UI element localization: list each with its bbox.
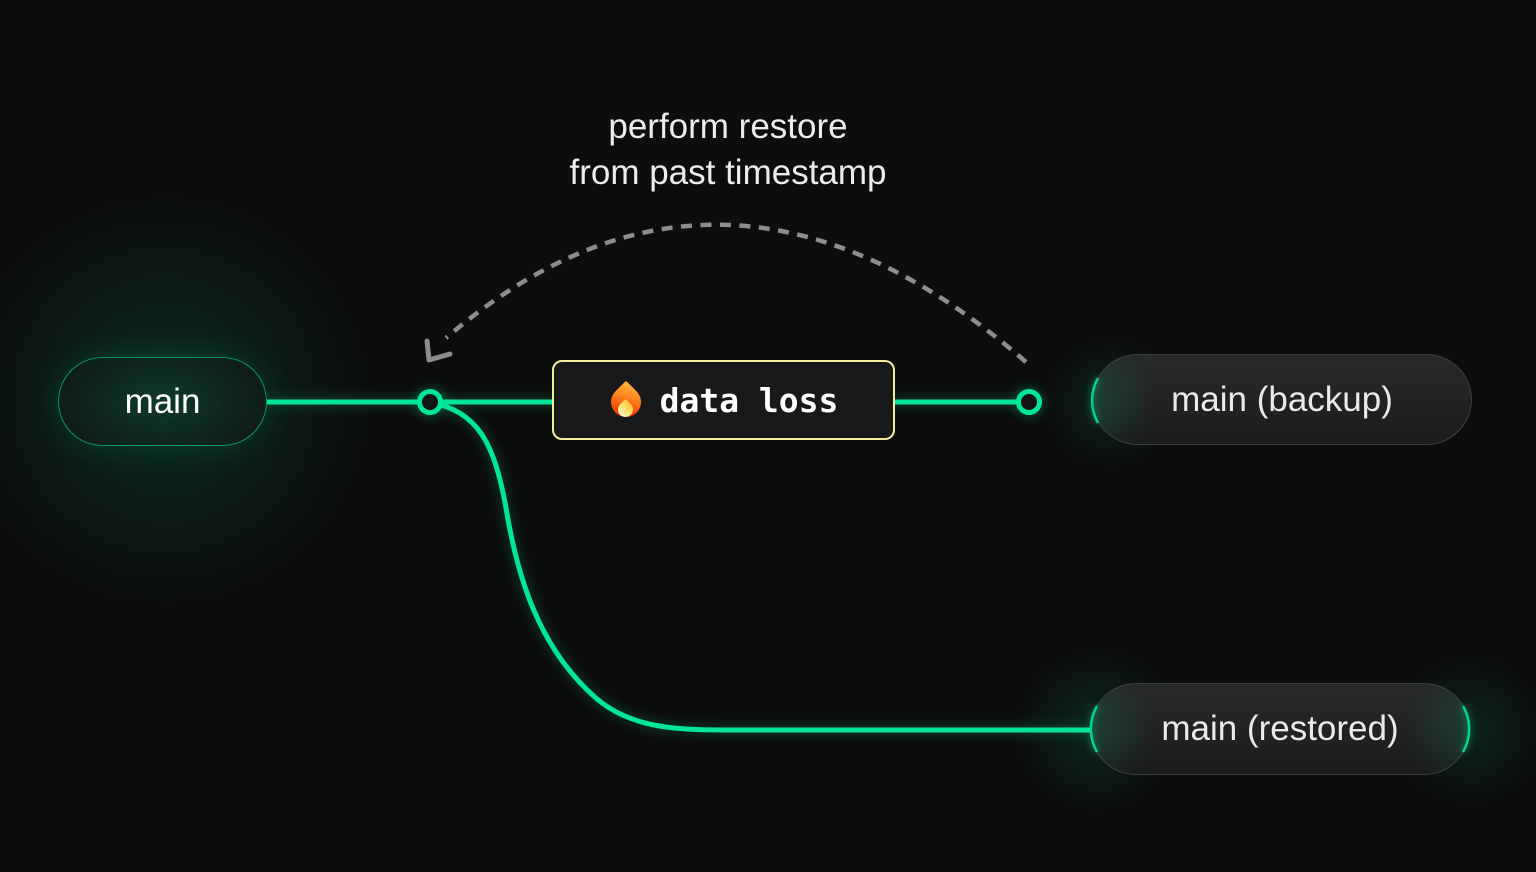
restore-arrowhead-icon: [424, 338, 453, 363]
branch-node-restored-label: main (restored): [1161, 709, 1399, 748]
branch-point-commit-icon: [417, 389, 443, 415]
branch-node-main: main: [58, 357, 267, 446]
restore-annotation-line2: from past timestamp: [569, 153, 887, 192]
branch-node-restored: main (restored): [1090, 683, 1470, 775]
branch-node-backup-label: main (backup): [1171, 379, 1393, 419]
main-to-restored-branch-curve: [429, 399, 1091, 733]
fire-icon: [604, 379, 647, 424]
restore-dashed-arc: [444, 222, 1028, 364]
restore-annotation: perform restore from past timestamp: [428, 104, 1028, 196]
restore-annotation-line1: perform restore: [608, 107, 848, 146]
branch-node-backup: main (backup): [1092, 354, 1472, 445]
data-loss-label: data loss: [659, 380, 839, 420]
data-loss-event-box: data loss: [552, 360, 895, 440]
branch-node-main-label: main: [124, 381, 201, 421]
backup-head-commit-icon: [1016, 389, 1042, 415]
